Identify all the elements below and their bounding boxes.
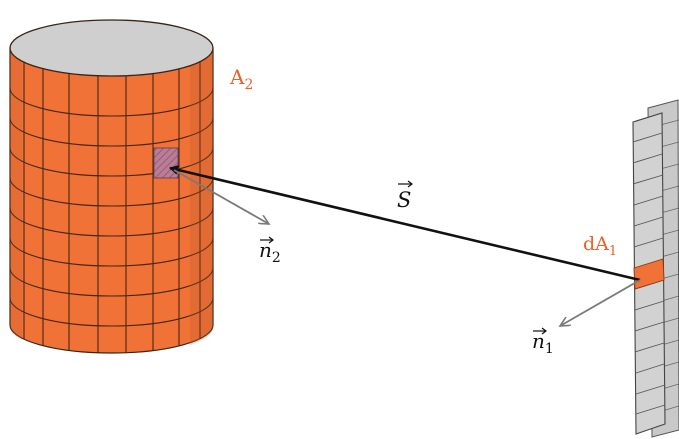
s-vector-arrow: [169, 164, 641, 282]
hatched-patch-a2: [153, 147, 179, 179]
da1-label: dA1: [583, 233, 617, 259]
a2-label: A2: [229, 65, 253, 93]
cylinder-shading: [190, 48, 214, 345]
cylinder-grid: [10, 60, 213, 353]
n2-normal-arrow: [173, 169, 269, 224]
cylinder-top: [9, 19, 214, 77]
da1-highlighted-patch: [633, 258, 665, 290]
n1-normal-arrow: [560, 279, 641, 326]
svg-text:n2: n2: [259, 238, 281, 266]
svg-text:S: S: [397, 188, 411, 212]
n1-label: n1: [532, 327, 554, 357]
cylinder-surface-a2: [9, 19, 214, 354]
plate-front-surface-da1: [632, 112, 666, 435]
cylinder-left-shading: [9, 48, 22, 340]
s-vector-label: S: [397, 180, 413, 212]
cylinder-body: [9, 47, 214, 354]
n2-label: n2: [259, 236, 281, 266]
svg-text:n1: n1: [532, 329, 554, 357]
